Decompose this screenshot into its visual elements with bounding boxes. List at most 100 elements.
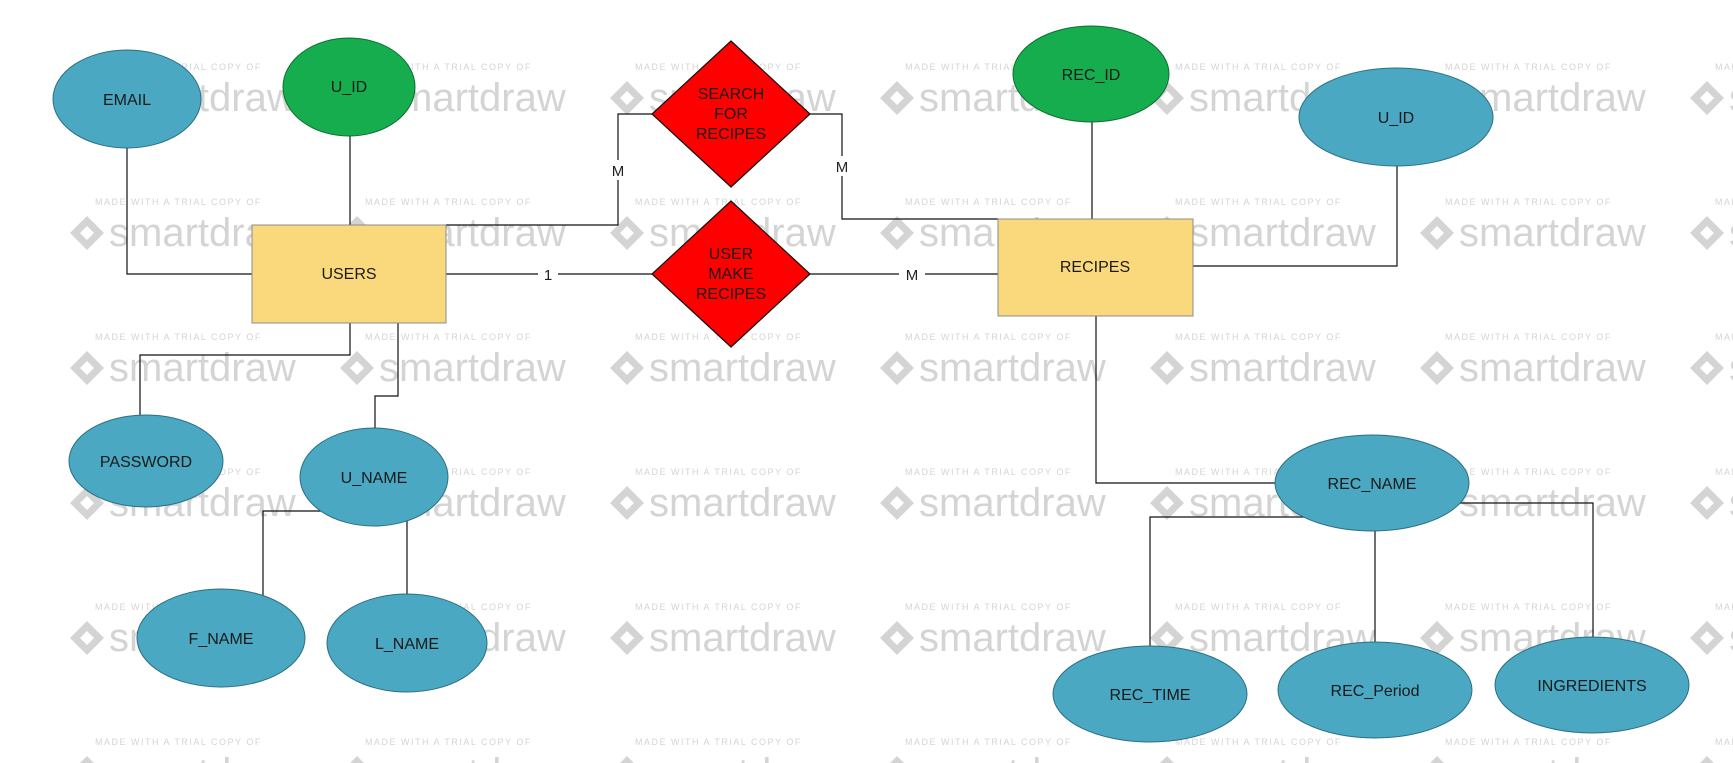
smartdraw-logo-icon [620, 756, 634, 763]
smartdraw-logo-icon [1420, 351, 1454, 385]
watermark-caption: MADE WITH A TRIAL COPY OF [365, 737, 532, 747]
watermark-brand: smartdraw [1459, 751, 1646, 763]
smartdraw-logo-icon [880, 216, 914, 250]
relationship-make-line-3: RECIPES [696, 286, 766, 303]
attribute-password[interactable]: PASSWORD [68, 414, 224, 508]
watermark-caption: MADE WITH A TRIAL COPY OF [905, 332, 1072, 342]
attribute-ellipse [1052, 645, 1248, 743]
attribute-rec-time[interactable]: REC_TIME [1052, 645, 1248, 743]
attribute-rec-period[interactable]: REC_Period [1277, 641, 1473, 739]
watermark-tile: MADE WITH A TRIAL COPY OF smartdraw [1700, 737, 1733, 763]
watermark-caption: MADE WITH A TRIAL COPY OF [365, 62, 532, 72]
watermark-caption: MADE WITH A TRIAL COPY OF [1445, 197, 1612, 207]
attribute-ellipse [1274, 434, 1470, 532]
attribute-users-u-id-label: U_ID [331, 79, 367, 96]
watermark-brand: smartdraw [649, 616, 836, 660]
watermark-caption: MADE WITH A TRIAL COPY OF [95, 737, 262, 747]
attribute-users-u-id[interactable]: U_ID [282, 37, 416, 137]
smartdraw-logo-icon [1690, 486, 1724, 520]
watermark-brand: smartdraw [649, 751, 836, 763]
cardinality-labels: M M 1 M [538, 156, 925, 284]
watermark-caption: MADE WITH A TRIAL COPY OF [1175, 602, 1342, 612]
watermark-caption: MADE WITH A TRIAL COPY OF [1445, 737, 1612, 747]
attribute-f-name[interactable]: F_NAME [136, 588, 306, 688]
attribute-ellipse [326, 593, 488, 693]
smartdraw-logo-icon [1420, 621, 1454, 655]
entity-users[interactable]: USERS [251, 224, 447, 324]
smartdraw-logo-icon [1160, 756, 1174, 763]
smartdraw-logo-icon [1150, 351, 1184, 385]
watermark-brand: smartdraw [919, 751, 1106, 763]
card-bg [604, 160, 634, 180]
card-bg [899, 264, 925, 284]
attribute-ellipse [299, 427, 449, 527]
watermark-brand: smartdraw [1459, 211, 1646, 255]
attribute-ingredients[interactable]: INGREDIENTS [1494, 636, 1690, 734]
watermark-caption: MADE WITH A TRIAL COPY OF [1445, 467, 1612, 477]
smartdraw-logo-icon [880, 621, 914, 655]
attribute-ellipse [136, 588, 306, 688]
smartdraw-logo-icon [1430, 756, 1444, 763]
watermark-caption: MADE WITH A TRIAL COPY OF [635, 197, 802, 207]
attribute-rec-id[interactable]: REC_ID [1012, 25, 1170, 123]
relationship-user-make-recipes[interactable]: USER MAKE RECIPES [651, 200, 811, 348]
watermark-caption: MADE WITH A TRIAL COPY OF [1175, 332, 1342, 342]
smartdraw-logo-icon [80, 756, 94, 763]
watermark-brand: smartdraw [1459, 346, 1646, 390]
attribute-recipes-u-id-label: U_ID [1378, 110, 1414, 127]
watermark-brand: smartdraw [379, 346, 566, 390]
watermark-caption: MADE WITH A TRIAL COPY OF [635, 332, 802, 342]
smartdraw-logo-icon [610, 216, 644, 250]
smartdraw-logo-icon [1690, 351, 1724, 385]
fname-connector [262, 510, 323, 596]
watermark-caption: MADE WITH A TRIAL COPY OF [1175, 62, 1342, 72]
watermark-caption: MADE WITH A TRIAL COPY OF [365, 197, 532, 207]
attribute-rec-id-label: REC_ID [1062, 67, 1121, 84]
watermark-tile: MADE WITH A TRIAL COPY OF smartdraw [880, 332, 1106, 390]
attribute-ellipse [1494, 636, 1690, 734]
rectime-connector [1149, 516, 1305, 647]
relationship-make-line-1: USER [709, 246, 753, 263]
smartdraw-logo-icon [1690, 216, 1724, 250]
smartdraw-logo-icon [70, 621, 104, 655]
cardinality-make-recipes: M [906, 267, 919, 284]
relationship-search-for-recipes[interactable]: SEARCH FOR RECIPES [651, 40, 811, 188]
cardinality-search-recipes: M [836, 159, 849, 176]
watermark-caption: MADE WITH A TRIAL COPY OF [905, 467, 1072, 477]
attribute-rec-name[interactable]: REC_NAME [1274, 434, 1470, 532]
entity-users-label: USERS [321, 266, 376, 283]
watermark-tile: MADE WITH A TRIAL COPY OF smartdraw [1420, 197, 1646, 255]
watermark-brand: smartdraw [109, 346, 296, 390]
attribute-recipes-u-id[interactable]: U_ID [1298, 67, 1494, 167]
watermark-caption: MADE WITH A TRIAL COPY OF [1715, 737, 1733, 747]
entity-box [251, 224, 447, 324]
attribute-l-name[interactable]: L_NAME [326, 593, 488, 693]
entity-recipes[interactable]: RECIPES [997, 218, 1194, 317]
uname-connector [374, 323, 399, 432]
watermark-brand: smartdraw [1729, 751, 1733, 763]
attribute-ingredients-label: INGREDIENTS [1537, 678, 1646, 695]
attribute-ellipse [52, 49, 202, 149]
watermark-caption: MADE WITH A TRIAL COPY OF [905, 737, 1072, 747]
attribute-u-name[interactable]: U_NAME [299, 427, 449, 527]
watermark-caption: MADE WITH A TRIAL COPY OF [1715, 197, 1733, 207]
attribute-l-name-label: L_NAME [375, 636, 439, 653]
ingredients-connector [1450, 502, 1594, 640]
watermark-brand: smartdraw [919, 616, 1106, 660]
watermark-brand: smartdraw [919, 346, 1106, 390]
attribute-password-label: PASSWORD [100, 454, 192, 471]
smartdraw-logo-icon [70, 216, 104, 250]
attribute-email[interactable]: EMAIL [52, 49, 202, 149]
watermark-brand: smartdraw [649, 346, 836, 390]
relationship-make-line-2: MAKE [708, 266, 753, 283]
